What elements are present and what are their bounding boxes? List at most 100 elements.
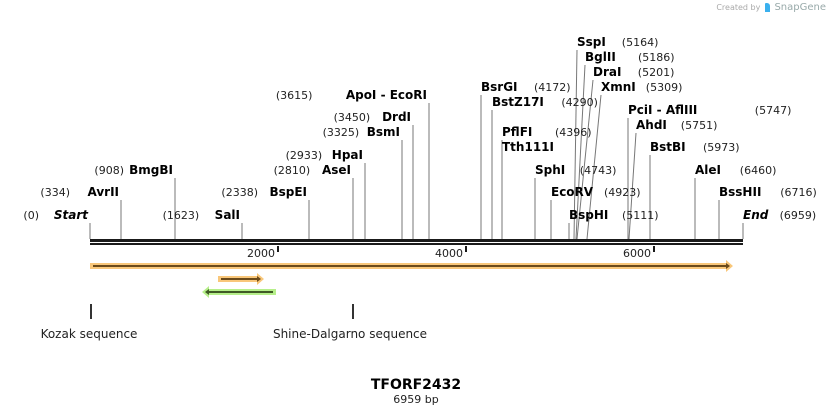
enzyme-name: BspHI: [569, 208, 608, 222]
restriction-site[interactable]: AleI (6460): [695, 163, 776, 177]
restriction-site[interactable]: XmnI (5309): [601, 80, 682, 94]
restriction-site[interactable]: BspHI(5111): [569, 208, 659, 222]
sequence-length: 6959 bp: [393, 393, 438, 406]
restriction-site[interactable]: EcoRV (4923): [551, 185, 641, 199]
site-line: [586, 94, 602, 240]
feature-core: [93, 263, 730, 269]
enzyme-name: BstBI: [650, 140, 686, 154]
site-position: (3450): [334, 111, 371, 124]
site-position: (5309): [646, 81, 683, 94]
annotations: Kozak sequence Shine-Dalgarno sequence: [41, 304, 427, 341]
restriction-site[interactable]: BspEI(2338): [221, 185, 307, 199]
enzyme-name: AvrII: [87, 185, 119, 199]
restriction-site[interactable]: PciI - AflIII (5747): [628, 103, 791, 117]
features: [90, 260, 733, 298]
enzyme-name: BsrGI: [481, 80, 518, 94]
enzyme-name: SspI: [577, 35, 606, 49]
restriction-site[interactable]: BglII (5186): [585, 50, 675, 64]
restriction-site[interactable]: SspI (5164): [577, 35, 658, 49]
restriction-site[interactable]: BsrGI (4172): [481, 80, 571, 94]
enzyme-name: Start: [54, 208, 89, 222]
restriction-site[interactable]: BstZ17I (4290): [492, 95, 598, 109]
feature-core: [221, 276, 261, 282]
enzyme-name: PflFI: [502, 125, 532, 139]
annotation-marker[interactable]: Shine-Dalgarno sequence: [273, 304, 427, 341]
annotation-label: Shine-Dalgarno sequence: [273, 327, 427, 341]
feature-forward-arrow[interactable]: [218, 273, 264, 285]
snapgene-logo-icon: [764, 3, 770, 12]
restriction-site[interactable]: Tth111I: [502, 140, 554, 154]
site-position: (5164): [622, 36, 659, 49]
restriction-site[interactable]: SphI (4743): [535, 163, 616, 177]
restriction-site[interactable]: AvrII (334): [40, 185, 119, 199]
restriction-site[interactable]: AhdI (5751): [636, 118, 717, 132]
restriction-site[interactable]: HpaI(2933): [286, 148, 363, 162]
enzyme-name: AhdI: [636, 118, 667, 132]
enzyme-name: End: [743, 208, 769, 222]
enzyme-name: SphI: [535, 163, 565, 177]
site-position: (5973): [703, 141, 740, 154]
enzyme-name: Tth111I: [502, 140, 554, 154]
site-position: (908): [94, 164, 124, 177]
site-position: (4923): [604, 186, 641, 199]
site-lines: [89, 49, 744, 240]
restriction-site[interactable]: Start (0): [23, 208, 89, 222]
restriction-site[interactable]: BsmI(3325): [323, 125, 400, 139]
site-position: (5751): [681, 119, 718, 132]
feature-reverse-arrow[interactable]: [202, 286, 276, 298]
credit-brand: SnapGene: [774, 2, 826, 13]
restriction-site[interactable]: End(6959): [743, 208, 816, 222]
restriction-site[interactable]: PflFI (4396): [502, 125, 592, 139]
credit-prefix: Created by: [716, 3, 761, 12]
site-position: (6716): [780, 186, 817, 199]
enzyme-name: EcoRV: [551, 185, 594, 199]
annotation-tick: [352, 304, 354, 319]
site-position: (334): [40, 186, 70, 199]
restriction-site[interactable]: ApoI - EcoRI (3615): [276, 88, 427, 102]
enzyme-name: BstZ17I: [492, 95, 544, 109]
dna-backbone[interactable]: [90, 239, 743, 245]
restriction-site[interactable]: AseI(2810): [274, 163, 351, 177]
site-position: (1623): [163, 209, 200, 222]
site-line: [575, 64, 586, 240]
ruler-tick-label: 6000: [623, 247, 651, 260]
enzyme-name: HpaI: [332, 148, 363, 162]
ruler-tick: [653, 246, 655, 252]
restriction-site[interactable]: BssHII (6716): [719, 185, 817, 199]
feature-forward-arrow[interactable]: [90, 260, 733, 272]
enzyme-name: XmnI: [601, 80, 636, 94]
restriction-sites: Start (0) AvrII (334) BmgBI (908) SalI (1623) Bs…: [23, 35, 816, 222]
enzyme-name: AseI: [322, 163, 351, 177]
enzyme-name: AleI: [695, 163, 721, 177]
enzyme-name: BspEI: [269, 185, 307, 199]
site-position: (3615): [276, 89, 313, 102]
site-position: (0): [23, 209, 39, 222]
enzyme-name: SalI: [215, 208, 240, 222]
enzyme-name: BglII: [585, 50, 616, 64]
site-position: (4743): [580, 164, 617, 177]
restriction-site[interactable]: DraI(5201): [593, 65, 674, 79]
site-position: (4396): [555, 126, 592, 139]
enzyme-name: BmgBI: [129, 163, 173, 177]
enzyme-name: BssHII: [719, 185, 761, 199]
feature-core: [205, 289, 273, 295]
site-position: (5186): [638, 51, 675, 64]
ruler-tick: [465, 246, 467, 252]
snapgene-credit: Created by SnapGene: [716, 2, 826, 13]
enzyme-name: PciI - AflIII: [628, 103, 697, 117]
restriction-site[interactable]: SalI (1623): [163, 208, 240, 222]
restriction-site[interactable]: BstBI (5973): [650, 140, 740, 154]
site-position: (6460): [740, 164, 777, 177]
site-position: (4172): [534, 81, 571, 94]
site-position: (5747): [755, 104, 792, 117]
site-position: (4290): [561, 96, 598, 109]
enzyme-name: DrdI: [382, 110, 411, 124]
restriction-site[interactable]: DrdI (3450): [334, 110, 411, 124]
ruler-tick-label: 4000: [435, 247, 463, 260]
annotation-label: Kozak sequence: [41, 327, 138, 341]
restriction-site[interactable]: BmgBI (908): [94, 163, 173, 177]
site-position: (5201): [638, 66, 675, 79]
annotation-marker[interactable]: Kozak sequence: [41, 304, 138, 341]
enzyme-name: ApoI - EcoRI: [346, 88, 427, 102]
